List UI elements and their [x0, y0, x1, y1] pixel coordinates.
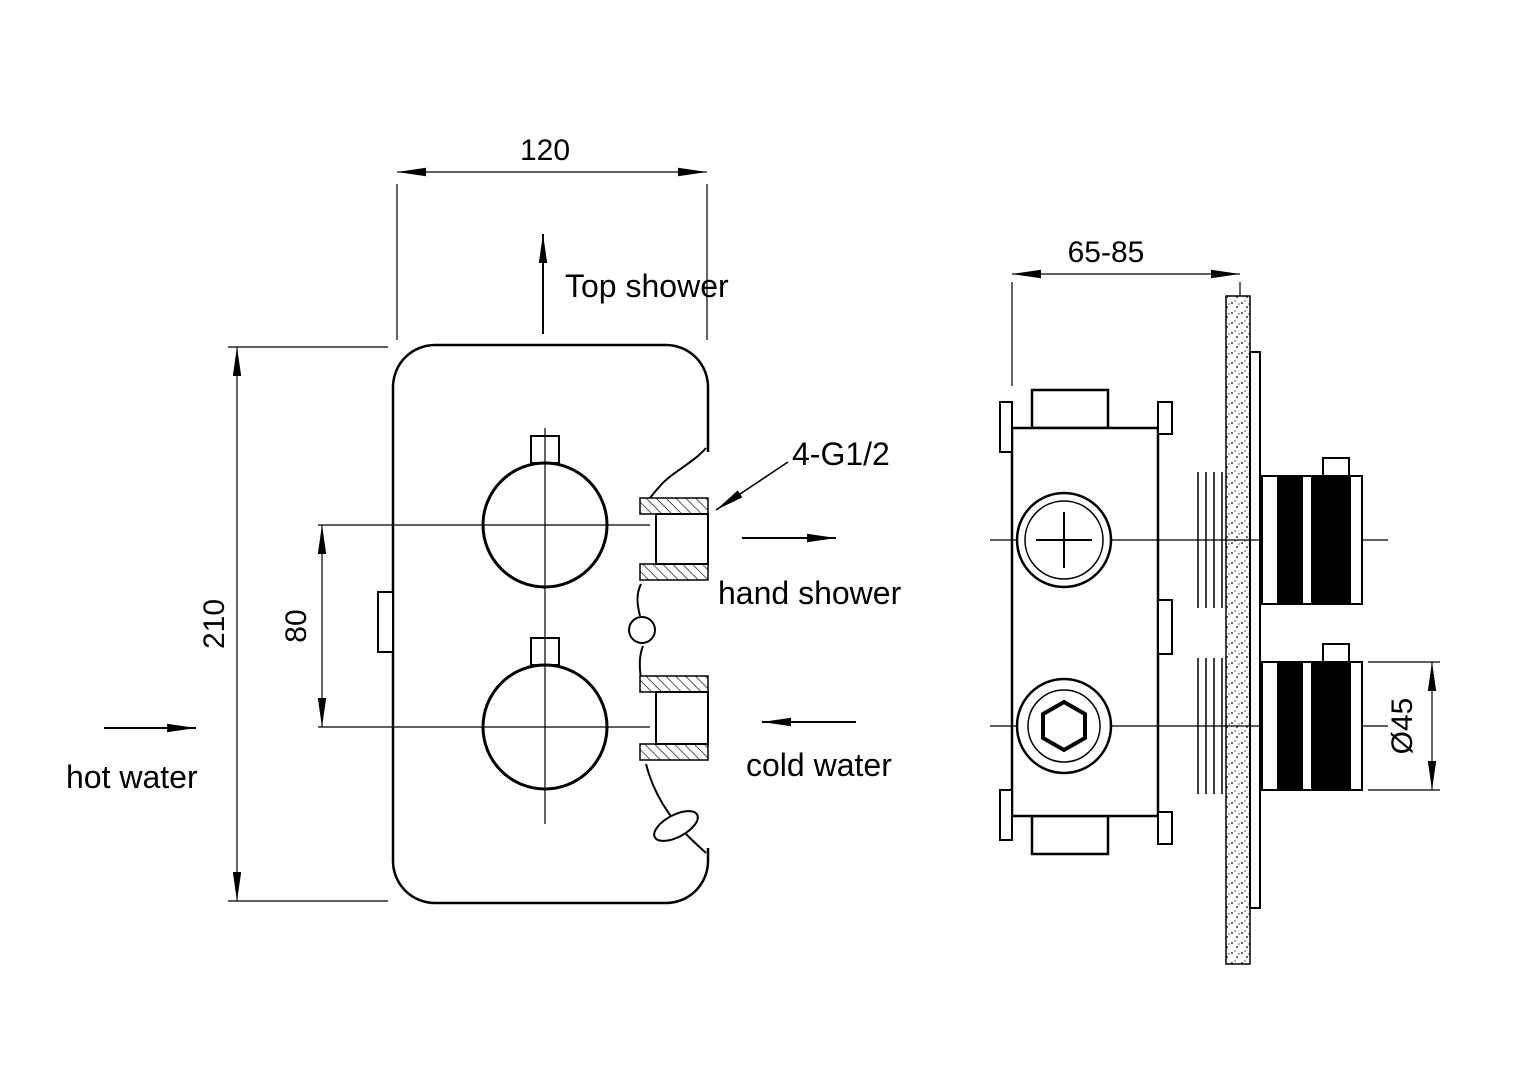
dim-width-label: 120	[520, 134, 570, 167]
body-slot-detail	[653, 810, 699, 842]
left-notch	[377, 591, 394, 653]
dimension-width	[396, 167, 708, 340]
dim-depth-label: 65-85	[1068, 236, 1145, 269]
thread-label: 4-G1/2	[792, 436, 890, 472]
port-hand-shower	[639, 497, 709, 581]
screw-hole	[628, 616, 656, 644]
dimension-height	[228, 346, 388, 902]
dim-height-label: 210	[198, 599, 231, 649]
wall-section	[1225, 295, 1251, 965]
dim-spacing-label: 80	[280, 609, 313, 642]
port-cold-water	[639, 675, 709, 761]
side-view: 65-85 Ø45	[990, 236, 1440, 965]
connection-tubes	[1197, 472, 1223, 794]
hex-socket-plug	[1015, 677, 1113, 775]
dimension-depth	[1011, 269, 1241, 386]
dim-handle-diameter-label: Ø45	[1386, 698, 1419, 755]
hand-shower-label: hand shower	[718, 575, 902, 611]
handle-upper-side	[1261, 457, 1363, 605]
dimension-handle-diameter	[1368, 661, 1440, 791]
top-shower-label: Top shower	[565, 268, 729, 304]
valve-body-side	[999, 388, 1173, 856]
handle-lower-side	[1261, 643, 1363, 791]
front-view: 120 210 80 Top shower 4-G1/2 hand shower…	[66, 134, 902, 905]
cartridge-face	[1015, 491, 1113, 589]
hot-water-label: hot water	[66, 759, 198, 795]
centerlines-front	[318, 428, 650, 824]
cold-water-label: cold water	[746, 747, 892, 783]
cover-plate	[1249, 351, 1261, 909]
thread-leader-line	[715, 461, 789, 511]
